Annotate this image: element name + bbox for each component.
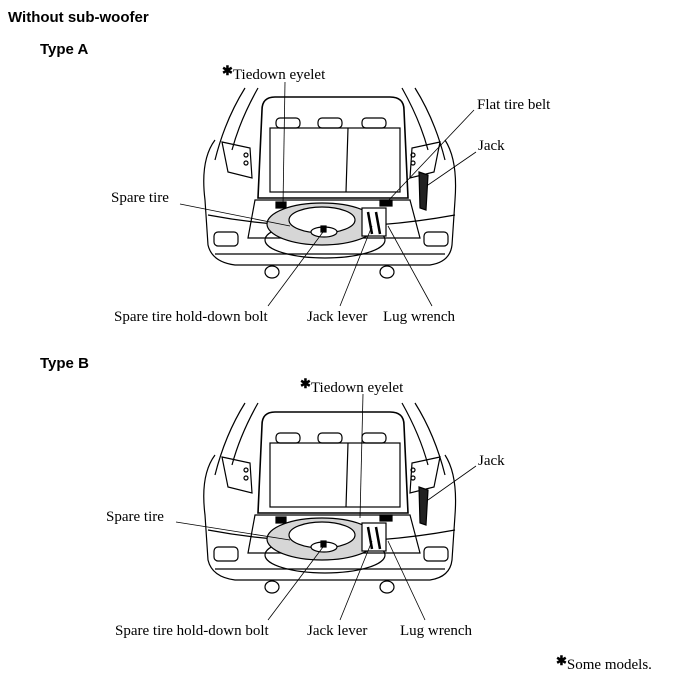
label-text: Tiedown eyelet bbox=[310, 380, 404, 396]
asterisk-icon: ✱ bbox=[222, 63, 233, 78]
car-diagram-type-b bbox=[202, 401, 457, 595]
footnote: ✱Some models. bbox=[556, 653, 652, 673]
label-text: Tiedown eyelet bbox=[232, 67, 326, 83]
label-tiedown-eyelet-b: ✱Tiedown eyelet bbox=[300, 376, 403, 396]
label-spare-tire-b: Spare tire bbox=[106, 509, 164, 525]
label-jack-a: Jack bbox=[478, 138, 505, 154]
asterisk-icon: ✱ bbox=[556, 653, 567, 668]
label-tiedown-eyelet-a: ✱Tiedown eyelet bbox=[222, 63, 325, 83]
label-hold-down-bolt-b: Spare tire hold-down bolt bbox=[115, 623, 269, 639]
leader-lines bbox=[175, 81, 477, 621]
label-jack-lever-b: Jack lever bbox=[307, 623, 368, 639]
label-jack-b: Jack bbox=[478, 453, 505, 469]
label-flat-tire-belt: Flat tire belt bbox=[477, 97, 551, 113]
label-hold-down-bolt-a: Spare tire hold-down bolt bbox=[114, 309, 268, 325]
section-heading: Without sub-woofer bbox=[8, 9, 149, 26]
footnote-text: Some models. bbox=[566, 657, 652, 673]
label-lug-wrench-b: Lug wrench bbox=[400, 623, 473, 639]
label-jack-lever-a: Jack lever bbox=[307, 309, 368, 325]
type-a-title: Type A bbox=[40, 41, 89, 58]
type-b-title: Type B bbox=[40, 355, 89, 372]
asterisk-icon: ✱ bbox=[300, 376, 311, 391]
car-diagram-type-a bbox=[202, 86, 457, 280]
label-lug-wrench-a: Lug wrench bbox=[383, 309, 456, 325]
label-spare-tire-a: Spare tire bbox=[111, 190, 169, 206]
